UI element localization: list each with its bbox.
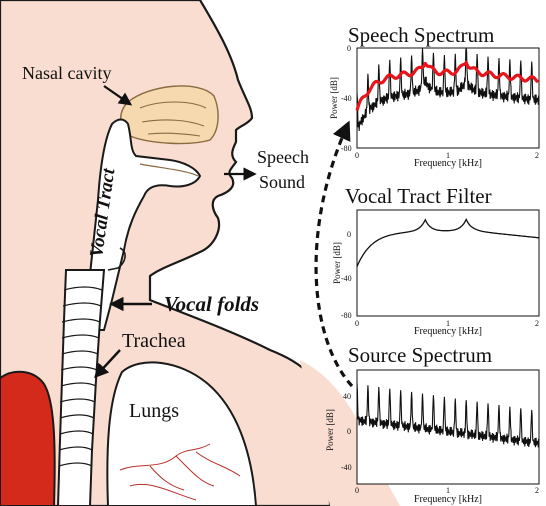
- x-tick-label: 0: [355, 319, 359, 328]
- y-tick-label: -40: [341, 463, 352, 472]
- plot-frame: [357, 210, 539, 316]
- speech-sound-label-line2: Sound: [259, 172, 305, 192]
- y-tick-label: 0: [347, 44, 351, 53]
- x-axis-label: Frequency [kHz]: [414, 326, 482, 337]
- y-tick-label: 0: [347, 427, 351, 436]
- y-tick-label: -80: [341, 311, 352, 320]
- vocal-tract-filter-chart: Vocal Tract Filter Power [dB] 0 -40 -80 …: [332, 184, 539, 337]
- x-tick-label: 0: [355, 486, 359, 495]
- y-tick-label: -40: [341, 94, 352, 103]
- x-tick-label: 2: [535, 151, 539, 160]
- y-tick-label: 40: [343, 392, 351, 401]
- left-lung-shape: [0, 372, 55, 506]
- speech-spectrum-chart: Speech Spectrum Power [dB] 0 -40 -80 0 1…: [329, 23, 539, 169]
- chart-title: Source Spectrum: [348, 343, 492, 367]
- nasal-cavity-label: Nasal cavity: [22, 63, 111, 83]
- vocal-folds-label: Vocal folds: [164, 292, 259, 316]
- lungs-label: Lungs: [129, 400, 179, 422]
- x-tick-label: 2: [535, 486, 539, 495]
- x-tick-label: 2: [535, 319, 539, 328]
- speech-sound-label-line1: Speech: [257, 147, 309, 167]
- source-spectrum-chart: Source Spectrum Power [dB] 40 0 -40 0 1 …: [325, 343, 539, 505]
- chart-title: Vocal Tract Filter: [345, 184, 492, 208]
- trachea-label: Trachea: [122, 330, 186, 352]
- x-axis-label: Frequency [kHz]: [414, 158, 482, 169]
- chart-title: Speech Spectrum: [348, 23, 494, 47]
- y-axis-label: Power [dB]: [325, 409, 335, 451]
- y-tick-label: 0: [347, 230, 351, 239]
- y-tick-label: -80: [341, 144, 352, 153]
- x-tick-label: 0: [355, 151, 359, 160]
- y-tick-label: -40: [341, 274, 352, 283]
- x-axis-label: Frequency [kHz]: [414, 494, 482, 505]
- y-axis-label: Power [dB]: [329, 77, 339, 119]
